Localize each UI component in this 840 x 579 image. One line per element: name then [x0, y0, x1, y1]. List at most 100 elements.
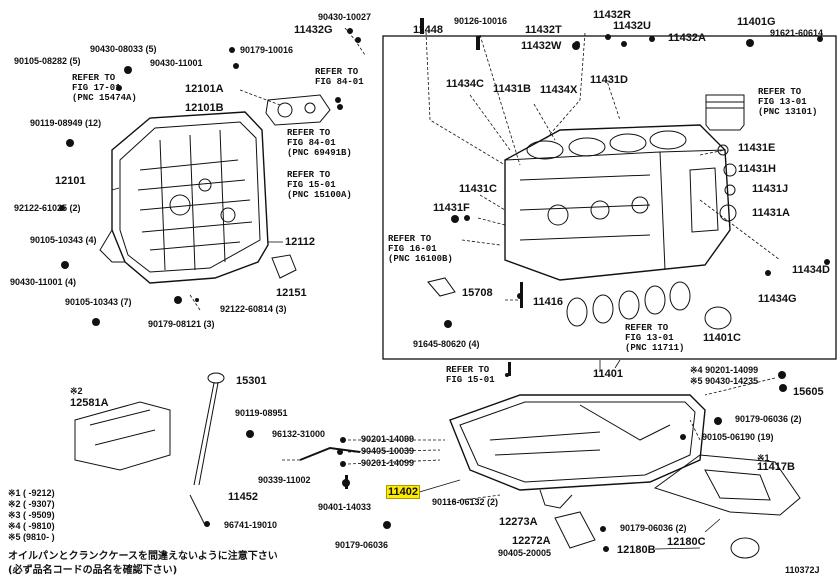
part-label[interactable]: 11431F: [433, 202, 470, 214]
part-label[interactable]: 11434C: [446, 78, 484, 90]
part-label[interactable]: 12151: [276, 287, 307, 299]
part-label[interactable]: ※4 90201-14099: [690, 365, 759, 375]
part-label[interactable]: 12101: [55, 175, 86, 187]
part-label[interactable]: 92122-61025 (2): [14, 203, 81, 213]
part-label[interactable]: 12272A: [512, 535, 551, 547]
piston-drawing: [705, 94, 745, 131]
refer-callout[interactable]: REFER TO FIG 16-01 (PNC 16100B): [388, 234, 453, 264]
part-label[interactable]: 90119-08949 (12): [30, 118, 102, 128]
cover-plate-drawing: [74, 401, 171, 471]
part-label[interactable]: 11401G: [737, 16, 776, 28]
part-label[interactable]: 90179-06036 (2): [735, 414, 802, 424]
part-label[interactable]: 11416: [533, 296, 563, 308]
footnote: ※4 ( -9810): [8, 521, 55, 531]
refer-callout[interactable]: REFER TO FIG 13-01 (PNC 13101): [758, 87, 818, 117]
part-label[interactable]: 90179-10016: [240, 45, 294, 55]
part-label[interactable]: 90179-06036 (2): [620, 523, 687, 533]
oil-pan-drawing: [449, 394, 706, 509]
part-label[interactable]: 90405-10039: [361, 446, 415, 456]
part-label[interactable]: 11401C: [703, 332, 741, 344]
part-label[interactable]: 12581A: [70, 397, 109, 409]
part-label[interactable]: 12180B: [617, 544, 656, 556]
part-label[interactable]: 11434D: [792, 264, 830, 276]
part-label[interactable]: 12180C: [667, 536, 706, 548]
part-label[interactable]: 12112: [285, 236, 315, 248]
part-label: ※2: [70, 386, 83, 396]
part-label[interactable]: 90105-06190 (19): [702, 432, 774, 442]
part-label-highlighted[interactable]: 11402: [386, 485, 420, 499]
sensor-drawing: [427, 277, 456, 297]
refer-callout[interactable]: REFER TO FIG 15-01 (PNC 15100A): [287, 170, 352, 200]
part-label[interactable]: 11452: [228, 491, 258, 503]
diagram-id: 110372J: [785, 565, 820, 575]
strainer-drawing: [554, 511, 596, 549]
footnotes: ※1 ( -9212) ※2 ( -9307) ※3 ( -9509) ※4 (…: [8, 488, 55, 543]
part-label[interactable]: 11432U: [613, 20, 651, 32]
part-label[interactable]: 90430-11001 (4): [10, 277, 77, 287]
part-label[interactable]: 90179-06036: [335, 540, 389, 550]
part-label[interactable]: 15708: [462, 287, 493, 299]
part-label[interactable]: 11431C: [459, 183, 497, 195]
part-label[interactable]: 90430-08033 (5): [90, 44, 157, 54]
baffle-drawing: [653, 454, 801, 516]
engine-block-drawing: [504, 124, 731, 281]
refer-callout[interactable]: REFER TO FIG 84-01: [315, 67, 364, 87]
part-label[interactable]: 11431D: [590, 74, 628, 86]
part-label[interactable]: 12273A: [499, 516, 538, 528]
part-label[interactable]: 11431J: [752, 183, 789, 195]
refer-callout[interactable]: REFER TO FIG 13-01 (PNC 11711): [625, 323, 685, 353]
part-label[interactable]: 11434G: [758, 293, 797, 305]
part-label[interactable]: 11431E: [738, 142, 776, 154]
part-label[interactable]: 11431A: [752, 207, 790, 219]
part-label[interactable]: 11417B: [757, 461, 795, 473]
refer-callout[interactable]: REFER TO FIG 15-01: [446, 365, 495, 385]
refer-callout[interactable]: REFER TO FIG 17-01 (PNC 15474A): [72, 73, 137, 103]
part-label[interactable]: 90119-08951: [235, 408, 288, 418]
timing-cover-drawing: [99, 111, 269, 284]
part-label[interactable]: 11432W: [521, 40, 562, 52]
part-label[interactable]: 90430-11001: [150, 58, 203, 68]
part-label[interactable]: 90126-10016: [454, 16, 508, 26]
part-label: ※1: [757, 453, 770, 463]
japanese-note: (必ず品名コードの品名を確認下さい): [8, 565, 178, 576]
part-label[interactable]: 15301: [236, 375, 267, 387]
part-label[interactable]: 96741-19010: [224, 520, 278, 530]
part-label[interactable]: 11432R: [593, 9, 631, 21]
footnote: ※5 (9810- ): [8, 532, 55, 542]
part-label[interactable]: 12101A: [185, 83, 224, 95]
part-label[interactable]: 91645-80620 (4): [413, 339, 480, 349]
part-label[interactable]: 11434X: [540, 84, 578, 96]
part-label[interactable]: 12101B: [185, 102, 224, 114]
part-label[interactable]: ※5 90430-14235: [690, 376, 759, 386]
part-label[interactable]: 11432A: [668, 32, 706, 44]
part-label[interactable]: 92122-60814 (3): [220, 304, 287, 314]
part-label[interactable]: 91621-60614: [770, 28, 824, 38]
japanese-note: オイルパンとクランクケースを間違えないように注意下さい: [8, 551, 278, 562]
part-label[interactable]: 11401: [593, 368, 623, 380]
part-label[interactable]: 90201-14099: [361, 458, 415, 468]
part-label[interactable]: 90339-11002: [258, 475, 311, 485]
part-label[interactable]: 96132-31000: [272, 429, 326, 439]
part-label[interactable]: 90105-08282 (5): [14, 56, 81, 66]
footnote: ※3 ( -9509): [8, 510, 55, 520]
part-label[interactable]: 15605: [793, 386, 824, 398]
part-label[interactable]: 90105-10343 (7): [65, 297, 132, 307]
part-label[interactable]: 11448: [413, 24, 443, 36]
part-label[interactable]: 90105-10343 (4): [30, 235, 97, 245]
part-label[interactable]: 11432G: [294, 24, 333, 36]
part-label[interactable]: 11431H: [738, 163, 776, 175]
gasket-drawing: [271, 254, 297, 279]
part-label[interactable]: 11431B: [493, 83, 531, 95]
part-label[interactable]: 90430-10027: [318, 12, 372, 22]
part-label[interactable]: 11432T: [525, 24, 562, 36]
part-label[interactable]: 90405-20005: [498, 548, 552, 558]
part-label[interactable]: 90116-06132 (2): [432, 497, 499, 507]
refer-callout[interactable]: REFER TO FIG 84-01 (PNC 69491B): [287, 128, 352, 158]
part-label[interactable]: 90201-14099: [361, 434, 415, 444]
pump-drawing: [265, 94, 331, 126]
part-label[interactable]: 90179-08121 (3): [148, 319, 215, 329]
footnote: ※1 ( -9212): [8, 488, 55, 498]
part-label[interactable]: 90401-14033: [318, 502, 372, 512]
